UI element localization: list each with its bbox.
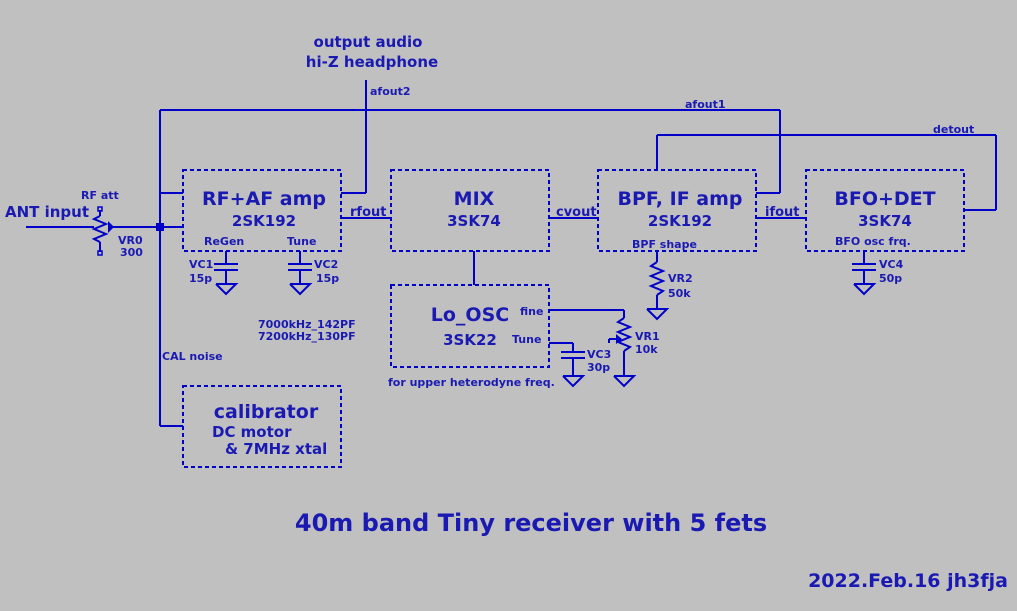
block-bpf: BPF, IF amp 2SK192 BPF shape: [597, 169, 757, 252]
vc4-capacitor: [852, 263, 877, 296]
vc3-capacitor: [561, 351, 586, 388]
block-mix-name: MIX: [454, 188, 495, 210]
vc1-ground-icon: [215, 283, 239, 296]
vr2-potentiometer: [646, 261, 670, 321]
block-calibrator-line1: DC motor: [212, 423, 292, 441]
block-lo-device: 3SK22: [443, 331, 497, 349]
block-bfo-osc-label: BFO osc frq.: [835, 235, 911, 248]
cal-noise-label: CAL noise: [162, 350, 223, 363]
block-bfo-name: BFO+DET: [834, 188, 935, 210]
vr0-potentiometer: [88, 206, 114, 256]
rfout-label: rfout: [350, 205, 386, 220]
freq-note-2: 7200kHz_130PF: [258, 330, 356, 343]
cvout-label: cvout: [556, 205, 597, 220]
block-bpf-border: [597, 169, 757, 252]
vr2-value-label: 50k: [668, 287, 691, 300]
block-bpf-name: BPF, IF amp: [617, 188, 742, 210]
vr0-bottom-pin: [97, 250, 103, 256]
vc2-value-label: 15p: [316, 272, 339, 285]
block-mix: MIX 3SK74: [390, 169, 550, 252]
block-calibrator: calibrator DC motor & 7MHz xtal: [182, 385, 342, 468]
date-author-label: 2022.Feb.16 jh3fja: [808, 570, 1008, 592]
block-rfaf-tune-label: Tune: [287, 235, 316, 248]
wires: [26, 80, 997, 427]
block-rfaf-name: RF+AF amp: [202, 188, 326, 210]
vc4-name-label: VC4: [879, 258, 904, 271]
block-bpf-shape-label: BPF shape: [632, 238, 697, 251]
vr0-name-label: VR0: [118, 234, 143, 247]
vr2-zigzag: [648, 261, 666, 296]
vr1-name-label: VR1: [635, 330, 660, 343]
vc4-ground-icon: [853, 283, 877, 296]
block-calibrator-name: calibrator: [214, 401, 319, 423]
block-lo-border: [390, 284, 550, 368]
block-mix-device: 3SK74: [447, 212, 501, 230]
vr0-value-label: 300: [120, 246, 143, 259]
vc3-name-label: VC3: [587, 348, 611, 361]
vr0-top-pin: [97, 206, 103, 212]
vr1-zigzag: [615, 317, 633, 352]
block-rfaf-border: [182, 169, 342, 252]
vr1-potentiometer: [608, 317, 637, 388]
headphone-label: hi-Z headphone: [306, 53, 438, 71]
vc2-ground-icon: [289, 283, 313, 296]
vc3-ground-icon: [562, 375, 586, 388]
block-rfaf: RF+AF amp 2SK192 ReGen Tune: [182, 169, 342, 252]
vr2-ground-icon: [646, 308, 670, 321]
vc3-value-label: 30p: [587, 361, 610, 374]
vr0-wiper-arrow: [108, 221, 114, 233]
vc2-name-label: VC2: [314, 258, 338, 271]
block-calibrator-line2: & 7MHz xtal: [225, 440, 327, 458]
block-lo: Lo_OSC 3SK22 fine Tune: [390, 284, 550, 368]
rf-att-label: RF att: [81, 189, 119, 202]
vr2-name-label: VR2: [668, 272, 693, 285]
freq-note-1: 7000kHz_142PF: [258, 318, 356, 331]
block-bfo: BFO+DET 3SK74 BFO osc frq.: [805, 169, 965, 252]
vc1-value-label: 15p: [189, 272, 212, 285]
vc2-capacitor: [288, 263, 313, 296]
afout2-label: afout2: [370, 85, 411, 98]
vc1-capacitor: [214, 263, 239, 296]
block-lo-fine-label: fine: [520, 305, 543, 318]
block-bfo-device: 3SK74: [858, 212, 912, 230]
block-rfaf-regen-label: ReGen: [204, 235, 244, 248]
detout-label: detout: [933, 123, 974, 136]
vr1-wiper-arrow: [616, 334, 622, 344]
block-rfaf-device: 2SK192: [232, 212, 296, 230]
vc1-name-label: VC1: [189, 258, 213, 271]
vc4-value-label: 50p: [879, 272, 902, 285]
junction-dot: [156, 223, 164, 231]
vr0-zigzag: [91, 215, 109, 243]
block-lo-name: Lo_OSC: [431, 304, 509, 326]
block-bpf-device: 2SK192: [648, 212, 712, 230]
ifout-label: ifout: [765, 205, 800, 220]
output-audio-label: output audio: [314, 33, 423, 51]
block-mix-border: [390, 169, 550, 252]
upper-heterodyne-note: for upper heterodyne freq.: [388, 376, 555, 389]
afout1-label: afout1: [685, 98, 726, 111]
page-title: 40m band Tiny receiver with 5 fets: [295, 509, 767, 537]
ant-input-label: ANT input: [5, 203, 89, 221]
vr1-ground-icon: [613, 375, 637, 388]
block-lo-tune-label: Tune: [512, 333, 541, 346]
vr1-value-label: 10k: [635, 343, 658, 356]
